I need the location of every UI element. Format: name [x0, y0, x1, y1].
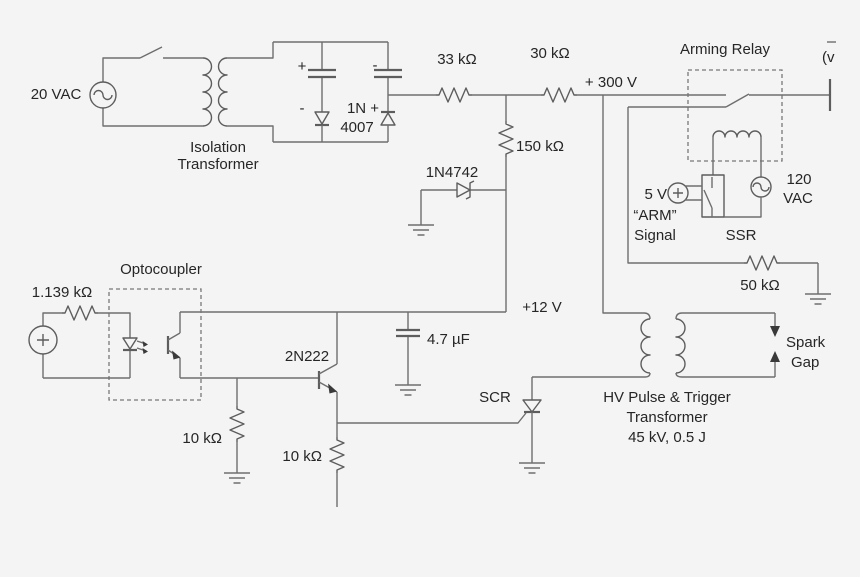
iso-transformer-label-1: Isolation: [190, 139, 246, 156]
r-emitter-10k-label: 10 kΩ: [282, 448, 322, 465]
voltage-doubler: [273, 41, 436, 143]
labels: 20 VAC Isolation Transformer + - - 1N + …: [31, 41, 835, 465]
hv-label-2: Transformer: [626, 409, 707, 426]
scr-icon: [522, 399, 542, 413]
ground-symbol: [804, 293, 832, 305]
transistor-label: 2N222: [285, 348, 329, 365]
optocoupler-label: Optocoupler: [120, 261, 202, 278]
relay-coil-icon: [712, 130, 762, 177]
vac120-label-2: VAC: [783, 190, 813, 207]
relay-contact-icon: [725, 93, 750, 108]
zener-diode-icon: [456, 182, 471, 198]
resistor-50k-icon: [743, 255, 781, 271]
rectifier-label-1: 1N +: [347, 100, 379, 117]
zener-1n4742: [407, 180, 506, 236]
cap2-minus-label: -: [373, 57, 378, 74]
rectifier-label-2: 4007: [340, 119, 373, 136]
ground-symbol: [407, 224, 435, 236]
spark-label-1: Spark: [786, 334, 826, 351]
hv-pulse-transformer: [532, 95, 780, 378]
zener-label: 1N4742: [426, 164, 479, 181]
ssr-box: [701, 174, 725, 218]
resistor-33k-icon: [435, 87, 473, 103]
scr-stage: [518, 377, 546, 474]
resistor-base-10k-icon: [229, 405, 245, 443]
output-fragment-label: (v: [822, 49, 835, 66]
arming-relay: [628, 69, 832, 177]
arming-relay-label: Arming Relay: [680, 41, 771, 58]
scr-label: SCR: [479, 389, 511, 406]
iso-transformer-label-2: Transformer: [177, 156, 258, 173]
isolation-transformer: [202, 42, 274, 142]
r-base-10k-label: 10 kΩ: [182, 430, 222, 447]
dc-source-icon: [28, 325, 58, 355]
npn-transistor-icon: [317, 312, 338, 437]
ac-source-icon: [89, 81, 117, 109]
cap47-label: 4.7 µF: [427, 331, 470, 348]
bus-300v-label: + 300 V: [585, 74, 637, 91]
r33k-label: 33 kΩ: [437, 51, 477, 68]
bleed-resistor-circuit: [627, 107, 832, 305]
hv-label-3: 45 kV, 0.5 J: [628, 429, 706, 446]
ssr-label: SSR: [726, 227, 757, 244]
resistor-1139-icon: [61, 305, 99, 321]
capacitor-1: [308, 42, 336, 112]
ground-symbol: [223, 472, 251, 484]
transistor-2n222-stage: [223, 312, 527, 507]
sine-glyph: [93, 89, 113, 101]
diode-1-icon: [314, 111, 330, 142]
arm-signal-label: Signal: [634, 227, 676, 244]
bus-12v-label: +12 V: [522, 299, 562, 316]
ac-input-label: 20 VAC: [31, 86, 82, 103]
vac120-label-1: 120: [786, 171, 811, 188]
hv-label-1: HV Pulse & Trigger: [603, 389, 731, 406]
lv-rail: [180, 190, 507, 313]
ground-symbol: [518, 462, 546, 474]
resistor-emitter-10k-icon: [329, 436, 345, 474]
filter-cap-47uf: [394, 312, 422, 396]
ssr-arm-circuit: [667, 174, 772, 218]
optocoupler-stage: [28, 288, 319, 401]
r150k-label: 150 kΩ: [516, 138, 564, 155]
r50k-label: 50 kΩ: [740, 277, 780, 294]
diode-2-icon: [380, 110, 396, 142]
cap1-plus-label: +: [298, 58, 307, 75]
arm-source-icon: [667, 182, 689, 204]
spark-label-2: Gap: [791, 354, 819, 371]
spark-gap-icon: [770, 313, 780, 377]
relay-box: [687, 69, 783, 162]
hv-bus: [435, 87, 726, 190]
cap1-minus-label: -: [300, 100, 305, 117]
arm-5v-label: 5 V: [644, 186, 667, 203]
ground-symbol: [394, 384, 422, 396]
ac-input-loop: [89, 46, 203, 127]
opto-transistor-icon: [166, 312, 181, 378]
r30k-label: 30 kΩ: [530, 45, 570, 62]
optocoupler-box: [108, 288, 202, 401]
resistor-150k-icon: [498, 120, 514, 158]
resistor-30k-icon: [540, 87, 578, 103]
power-switch-icon: [139, 46, 163, 59]
opto-led-icon: [122, 337, 148, 354]
r1139-label: 1.139 kΩ: [32, 284, 92, 301]
arm-quote-label: “ARM”: [633, 207, 676, 224]
